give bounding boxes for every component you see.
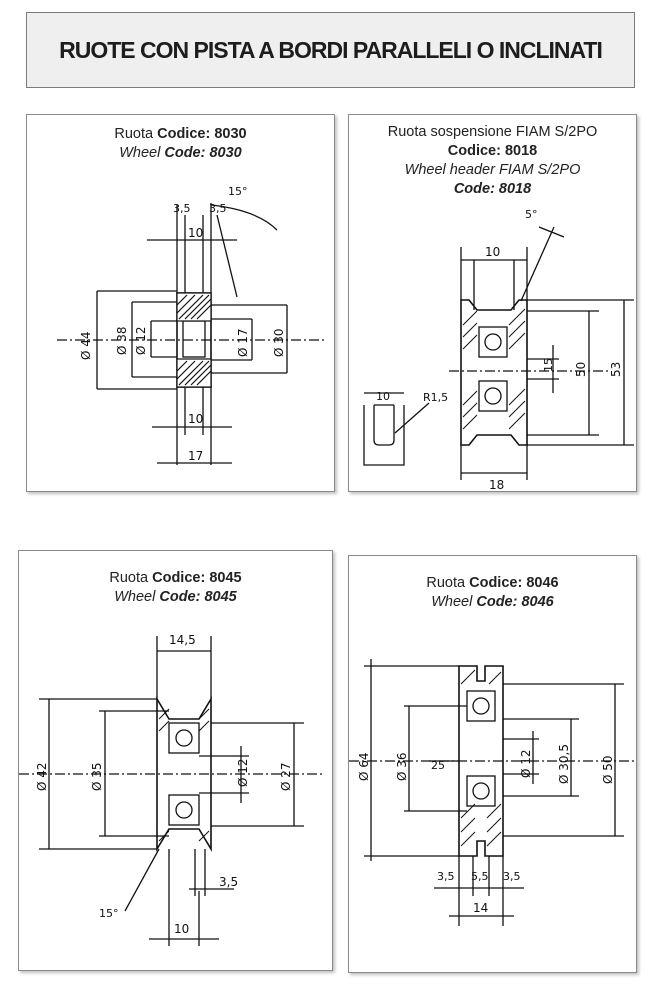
dim-d30: Ø 30 — [272, 328, 286, 357]
dim-total: 17 — [188, 449, 203, 463]
wheel-8018-drawing: 5° 10 15 50 53 10 R1,5 18 — [363, 208, 634, 492]
wheel-8046-card: Ruota Codice: 8046 Wheel Code: 8046 — [348, 555, 637, 973]
dim-w-mid: 5,5 — [471, 870, 489, 883]
page-title: RUOTE CON PISTA A BORDI PARALLELI O INCL… — [59, 36, 603, 63]
page-title-box: RUOTE CON PISTA A BORDI PARALLELI O INCL… — [26, 12, 635, 88]
dim-d35: Ø 35 — [90, 762, 104, 791]
dim-angle-15: 15° — [228, 185, 248, 198]
dim-width-top: 14,5 — [169, 633, 196, 647]
caption-line3: Wheel header FIAM S/2PO — [404, 162, 581, 178]
dim-gap: 3,5 — [219, 875, 238, 889]
dim-d44: Ø 44 — [79, 331, 93, 360]
dim-width-top: 10 — [188, 226, 203, 240]
wheel-8045-card: Ruota Codice: 8045 Wheel Code: 8045 — [18, 550, 333, 971]
wheel-8046-drawing: Ø 64 Ø 36 25 Ø 12 Ø 30,5 Ø 50 3,5 5,5 3,… — [349, 659, 634, 926]
caption-it-code: Codice: 8030 — [157, 126, 247, 142]
caption-en-code: Code: 8030 — [164, 145, 242, 161]
caption-en-code: Code: 8046 — [476, 594, 554, 610]
dim-groove-width: 10 — [376, 390, 390, 403]
caption-en-code: Code: 8045 — [159, 589, 237, 605]
dim-d38: Ø 38 — [115, 326, 129, 355]
wheel-8030-drawing: 15° 3,5 3,5 10 Ø 44 Ø 38 Ø 12 Ø 17 Ø 30 … — [57, 185, 327, 465]
caption-it-code: Codice: 8045 — [152, 570, 242, 586]
dim-radius: R1,5 — [423, 391, 448, 404]
dim-width-top: 10 — [485, 245, 500, 259]
wheel-8018-caption: Ruota sospensione FIAM S/2PO Codice: 801… — [349, 123, 636, 199]
dim-d27: Ø 27 — [279, 762, 293, 791]
dim-d64: Ø 64 — [357, 752, 371, 781]
dim-d50: Ø 50 — [601, 755, 615, 784]
dim-angle-15: 15° — [99, 907, 119, 920]
wheel-8030-card: Ruota Codice: 8030 Wheel Code: 8030 — [26, 114, 335, 492]
caption-en-prefix: Wheel — [119, 145, 161, 161]
dim-d30-5: Ø 30,5 — [557, 744, 571, 784]
dim-53: 53 — [609, 362, 623, 377]
caption-it-prefix: Ruota — [426, 575, 466, 591]
dim-d12: Ø 12 — [236, 758, 250, 787]
dim-gap-right: 3,5 — [209, 202, 227, 215]
caption-en-prefix: Wheel — [431, 594, 473, 610]
wheel-8018-card: Ruota sospensione FIAM S/2PO Codice: 801… — [348, 114, 637, 492]
dim-w-left: 3,5 — [437, 870, 455, 883]
dim-total: 18 — [489, 478, 504, 492]
caption-it-code: Codice: 8046 — [469, 575, 559, 591]
dim-w-right: 3,5 — [503, 870, 521, 883]
dim-d42: Ø 42 — [35, 762, 49, 791]
dim-angle-5: 5° — [525, 208, 538, 221]
wheel-8030-caption: Ruota Codice: 8030 Wheel Code: 8030 — [27, 125, 334, 163]
dim-width-bottom: 10 — [188, 412, 203, 426]
dim-d17: Ø 17 — [236, 328, 250, 357]
wheel-8045-caption: Ruota Codice: 8045 Wheel Code: 8045 — [19, 569, 332, 607]
dim-total: 14 — [473, 901, 488, 915]
dim-15: 15 — [542, 358, 555, 372]
dim-25: 25 — [431, 759, 445, 772]
dim-gap-left: 3,5 — [173, 202, 191, 215]
dim-hub: 10 — [174, 922, 189, 936]
caption-line2: Codice: 8018 — [447, 143, 538, 159]
dim-d12: Ø 12 — [519, 749, 533, 778]
caption-it-prefix: Ruota — [114, 126, 154, 142]
caption-it-prefix: Ruota — [109, 570, 149, 586]
dim-d36: Ø 36 — [395, 752, 409, 781]
caption-line4: Code: 8018 — [453, 181, 532, 197]
caption-en-prefix: Wheel — [114, 589, 156, 605]
dim-d12: Ø 12 — [134, 326, 148, 355]
wheel-8045-drawing: 14,5 Ø 42 Ø 35 Ø 12 Ø 27 3,5 15° 10 — [19, 633, 324, 946]
dim-50: 50 — [574, 362, 588, 377]
caption-line1: Ruota sospensione FIAM S/2PO — [387, 124, 598, 140]
wheel-8046-caption: Ruota Codice: 8046 Wheel Code: 8046 — [349, 574, 636, 612]
